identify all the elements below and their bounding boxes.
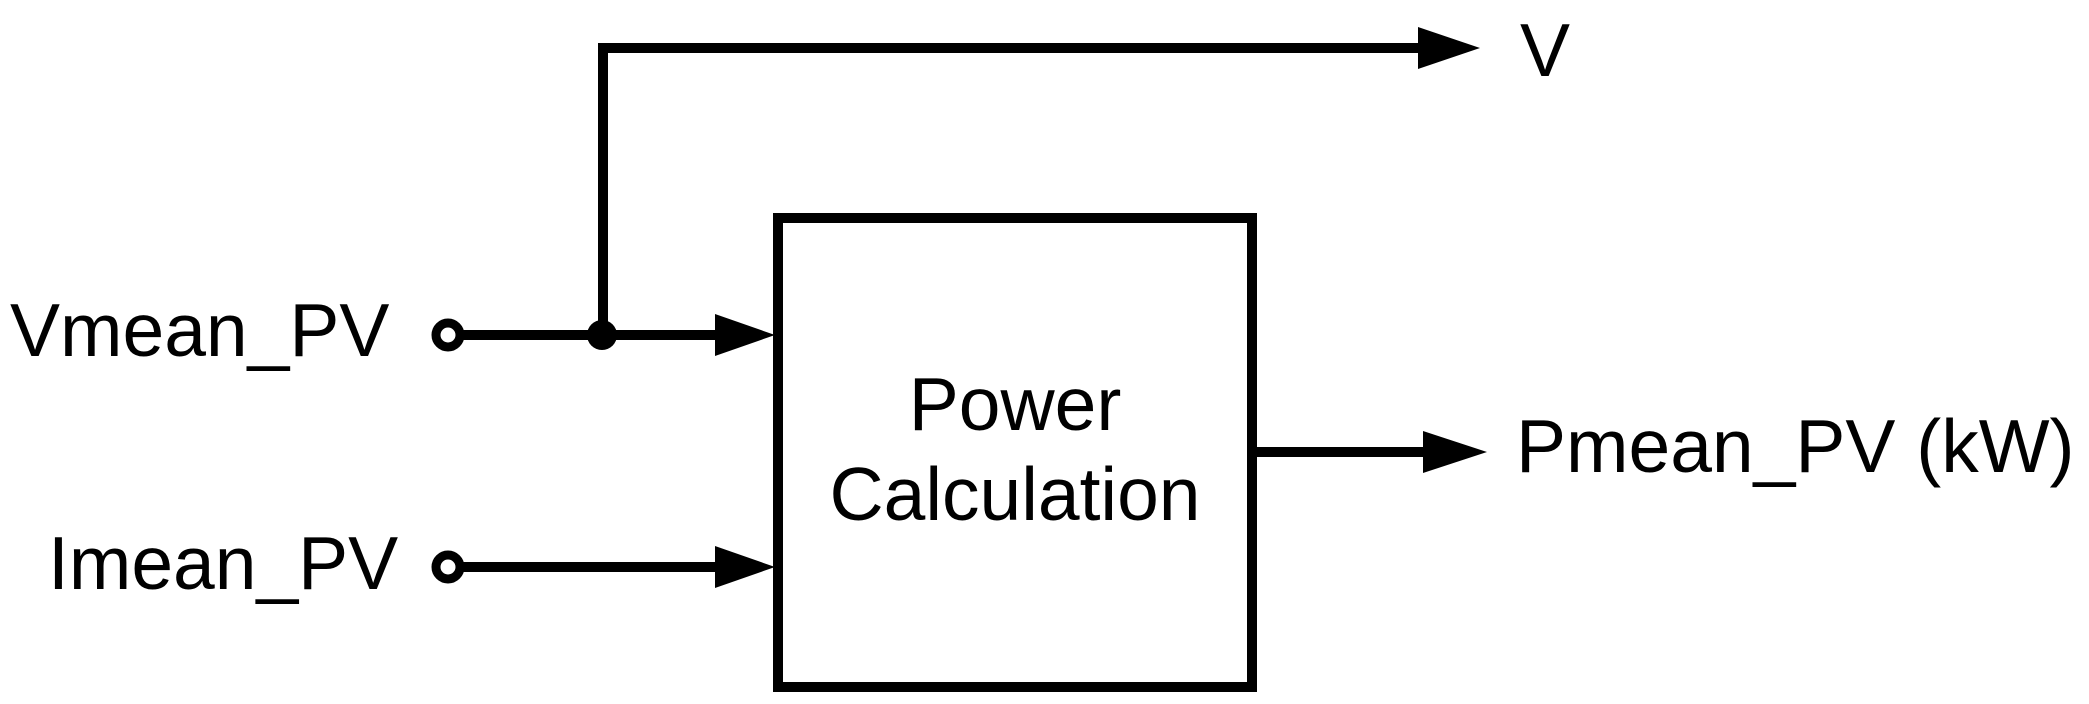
output-label-v: V (1520, 8, 1571, 92)
v-branch-arrowhead-icon (1418, 27, 1480, 69)
input-label-imean-pv: Imean_PV (48, 521, 399, 605)
v-branch-line (598, 43, 1424, 335)
power-calculation-block-label: Power Calculation (829, 362, 1201, 536)
power-calculation-block (773, 213, 1257, 692)
output-label-pmean-pv: Pmean_PV (kW) (1516, 404, 2075, 488)
junction-dot (587, 320, 617, 350)
vmean-arrowhead-icon (715, 314, 775, 356)
output-arrowhead-icon (1423, 431, 1487, 473)
imean-arrowhead-icon (715, 546, 775, 588)
vmean-port-icon (431, 318, 465, 352)
input-label-vmean-pv: Vmean_PV (10, 288, 390, 372)
imean-port-icon (431, 550, 465, 584)
